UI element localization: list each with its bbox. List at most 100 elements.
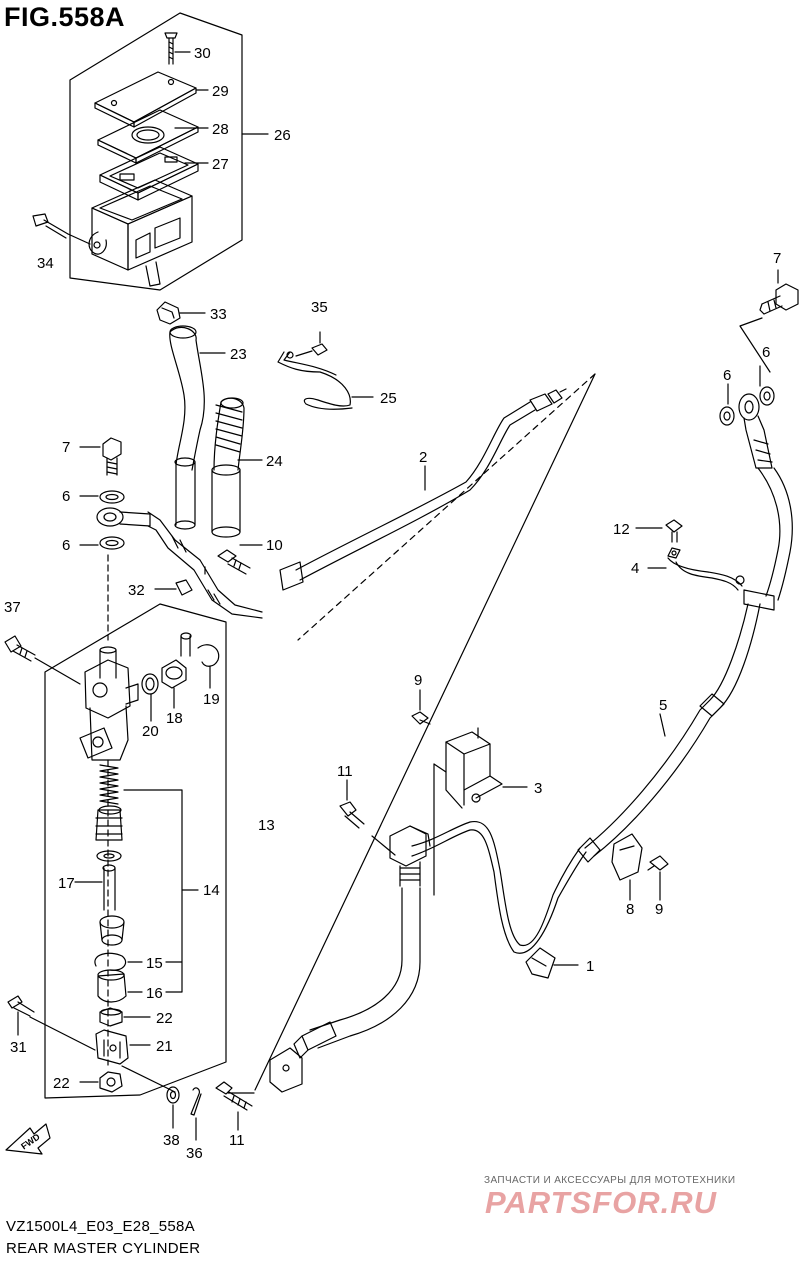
washer-6b [99, 536, 125, 550]
callout-11: 11 [229, 1132, 245, 1149]
reservoir-group-frame [69, 12, 243, 291]
brake-hose-2 [279, 388, 567, 591]
reservoir-body [88, 179, 193, 287]
cotter-pin-36 [190, 1087, 202, 1116]
lower-brake-hose [269, 821, 587, 1093]
callout-15: 15 [146, 955, 163, 972]
callout-6: 6 [62, 537, 70, 554]
callout-26: 26 [274, 127, 291, 144]
callout-9: 9 [414, 672, 422, 689]
callout-6: 6 [723, 367, 731, 384]
callout-29: 29 [212, 83, 229, 100]
brake-hose-5 [577, 603, 761, 863]
callout-34: 34 [37, 255, 54, 272]
callout-38: 38 [163, 1132, 180, 1149]
washer-6c [719, 406, 735, 426]
callout-6: 6 [762, 344, 770, 361]
callout-21: 21 [156, 1038, 173, 1055]
callout-36: 36 [186, 1145, 203, 1162]
callout-28: 28 [212, 121, 229, 138]
callout-37: 37 [4, 599, 21, 616]
callout-19: 19 [203, 691, 220, 708]
callout-16: 16 [146, 985, 163, 1002]
callout-7: 7 [773, 250, 781, 267]
pin-31 [7, 995, 35, 1017]
bolt-34 [32, 213, 91, 245]
callout-10: 10 [266, 537, 283, 554]
callout-11: 11 [337, 763, 353, 780]
bolt-37 [4, 635, 81, 685]
bolt-7-right [759, 283, 799, 315]
callout-22: 22 [53, 1075, 70, 1092]
washer-6d [759, 386, 775, 406]
diaphragm-27 [99, 146, 199, 201]
bolt-9-upper [411, 711, 431, 725]
callout-31: 31 [10, 1039, 27, 1056]
bolt-10 [217, 549, 251, 575]
bolt-11-lower [215, 1081, 253, 1111]
callout-3: 3 [534, 780, 542, 797]
bolt-9-lower [647, 855, 669, 871]
callout-35: 35 [311, 299, 328, 316]
master-cylinder-body [79, 646, 139, 761]
callout-7: 7 [62, 439, 70, 456]
washer-6a [99, 490, 125, 504]
banjo-fitting-right [738, 393, 793, 611]
banjo-fitting-left [96, 507, 263, 619]
callout-33: 33 [210, 306, 227, 323]
callout-9: 9 [655, 901, 663, 918]
callout-8: 8 [626, 901, 634, 918]
bracket-3 [445, 727, 503, 809]
callout-14: 14 [203, 882, 220, 899]
master-cylinder-group-frame [44, 603, 227, 1099]
callout-22: 22 [156, 1010, 173, 1027]
clamp-32 [175, 579, 193, 596]
bolt-35 [295, 343, 328, 357]
callout-25: 25 [380, 390, 397, 407]
circlip-19 [197, 644, 220, 667]
reservoir-hose-23 [169, 325, 205, 530]
push-rod-17 [102, 864, 116, 911]
callout-2: 2 [419, 449, 427, 466]
callout-18: 18 [166, 710, 183, 727]
figure-title: FIG.558A [4, 2, 126, 32]
screw-30 [164, 32, 178, 65]
callout-6: 6 [62, 488, 70, 505]
bracket-25 [277, 351, 353, 410]
nut-22-lower [99, 1071, 123, 1093]
bolt-12 [665, 519, 683, 543]
callout-4: 4 [631, 560, 639, 577]
callout-20: 20 [142, 723, 159, 740]
watermark-logo: PARTSFOR.RU [485, 1185, 718, 1220]
fwd-arrow [5, 1123, 51, 1155]
callout-27: 27 [212, 156, 229, 173]
section-name: REAR MASTER CYLINDER [6, 1240, 201, 1257]
bracket-4 [667, 547, 745, 591]
callout-1: 1 [586, 958, 594, 975]
boot [99, 915, 125, 946]
reservoir-cap-29 [94, 71, 197, 128]
bolt-7-left [102, 437, 122, 476]
callout-23: 23 [230, 346, 247, 363]
boot-16 [97, 969, 127, 1003]
callout-32: 32 [128, 582, 145, 599]
clip-8 [611, 833, 643, 881]
callout-5: 5 [659, 697, 667, 714]
reservoir-plate-28 [97, 109, 199, 164]
washer-38 [166, 1086, 180, 1104]
clevis-21 [95, 1029, 129, 1065]
callout-12: 12 [613, 521, 630, 538]
piston-assembly-14 [95, 805, 123, 862]
callout-30: 30 [194, 45, 211, 62]
callout-24: 24 [266, 453, 283, 470]
nut-22-upper [99, 1007, 123, 1027]
o-ring-20 [141, 673, 159, 695]
union-fitting-18 [161, 659, 187, 689]
hose-24 [211, 397, 245, 538]
circlip-15 [94, 952, 127, 971]
spring [99, 764, 119, 805]
callout-17: 17 [58, 875, 75, 892]
model-code: VZ1500L4_E03_E28_558A [6, 1218, 195, 1235]
bolt-11-upper [339, 801, 365, 829]
